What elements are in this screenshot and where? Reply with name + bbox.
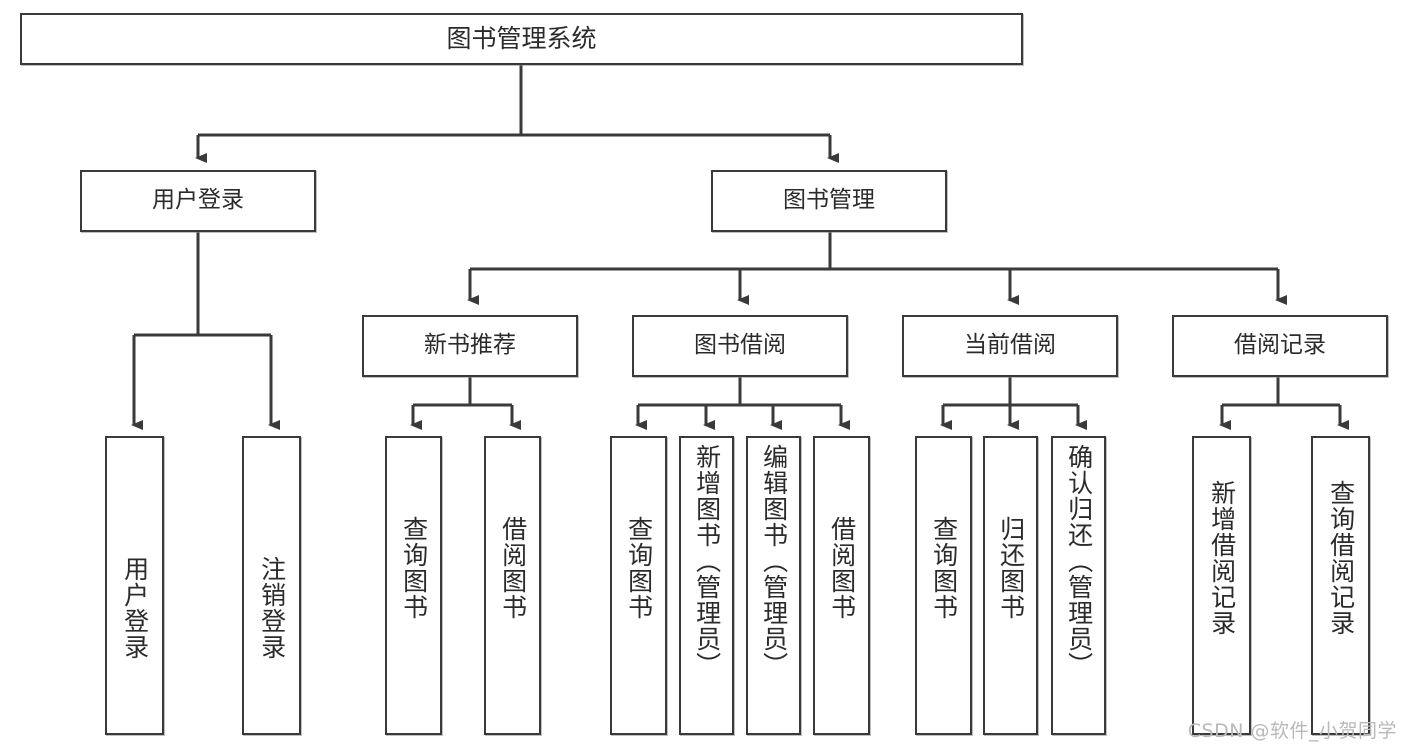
node-label: 图书借阅 [694, 332, 786, 359]
node-leaf-borrow-book-1[interactable]: 借阅图书 [484, 436, 541, 735]
node-leaf-borrow-book-2[interactable]: 借阅图书 [813, 436, 870, 735]
node-label: 当前借阅 [964, 332, 1056, 359]
node-label: 借阅图书 [498, 516, 528, 620]
node-new-book-recommend[interactable]: 新书推荐 [362, 315, 578, 377]
node-leaf-user-logout[interactable]: 注销登录 [242, 436, 301, 735]
node-label: 查询图书 [624, 516, 654, 620]
node-label: 图书管理系统 [446, 24, 597, 54]
node-book-borrow[interactable]: 图书借阅 [632, 315, 848, 377]
node-leaf-edit-book[interactable]: 编辑图书（管理员） [746, 436, 801, 735]
node-borrow-record[interactable]: 借阅记录 [1172, 315, 1388, 377]
node-leaf-query-book-1[interactable]: 查询图书 [385, 436, 442, 735]
node-label: 新增图书（管理员） [692, 444, 722, 678]
node-leaf-add-book[interactable]: 新增图书（管理员） [679, 436, 734, 735]
node-label: 归还图书 [996, 516, 1026, 620]
node-leaf-add-record[interactable]: 新增借阅记录 [1192, 436, 1251, 735]
node-leaf-confirm-return[interactable]: 确认归还（管理员） [1051, 436, 1106, 735]
node-label: 查询图书 [399, 516, 429, 620]
node-leaf-return-book[interactable]: 归还图书 [983, 436, 1038, 735]
node-label: 注销登录 [257, 556, 287, 660]
node-book-management-system[interactable]: 图书管理系统 [20, 13, 1023, 65]
node-label: 新增借阅记录 [1207, 480, 1237, 636]
node-label: 查询图书 [929, 516, 959, 620]
node-leaf-user-login[interactable]: 用户登录 [105, 436, 164, 735]
node-label: 用户登录 [152, 187, 244, 214]
node-label: 新书推荐 [424, 332, 516, 359]
node-label: 用户登录 [120, 556, 150, 660]
node-user-login[interactable]: 用户登录 [80, 170, 316, 232]
csdn-watermark: CSDN @软件_小贺同学 [1187, 720, 1397, 742]
node-leaf-query-book-3[interactable]: 查询图书 [915, 436, 972, 735]
node-current-borrow[interactable]: 当前借阅 [902, 315, 1118, 377]
node-label: 图书管理 [783, 187, 875, 214]
node-leaf-query-record[interactable]: 查询借阅记录 [1311, 436, 1370, 735]
node-label: 查询借阅记录 [1326, 480, 1356, 636]
node-label: 借阅图书 [827, 516, 857, 620]
node-label: 编辑图书（管理员） [759, 444, 789, 678]
node-leaf-query-book-2[interactable]: 查询图书 [610, 436, 667, 735]
node-label: 借阅记录 [1234, 332, 1326, 359]
node-book-manage[interactable]: 图书管理 [711, 170, 947, 232]
node-label: 确认归还（管理员） [1064, 444, 1094, 678]
